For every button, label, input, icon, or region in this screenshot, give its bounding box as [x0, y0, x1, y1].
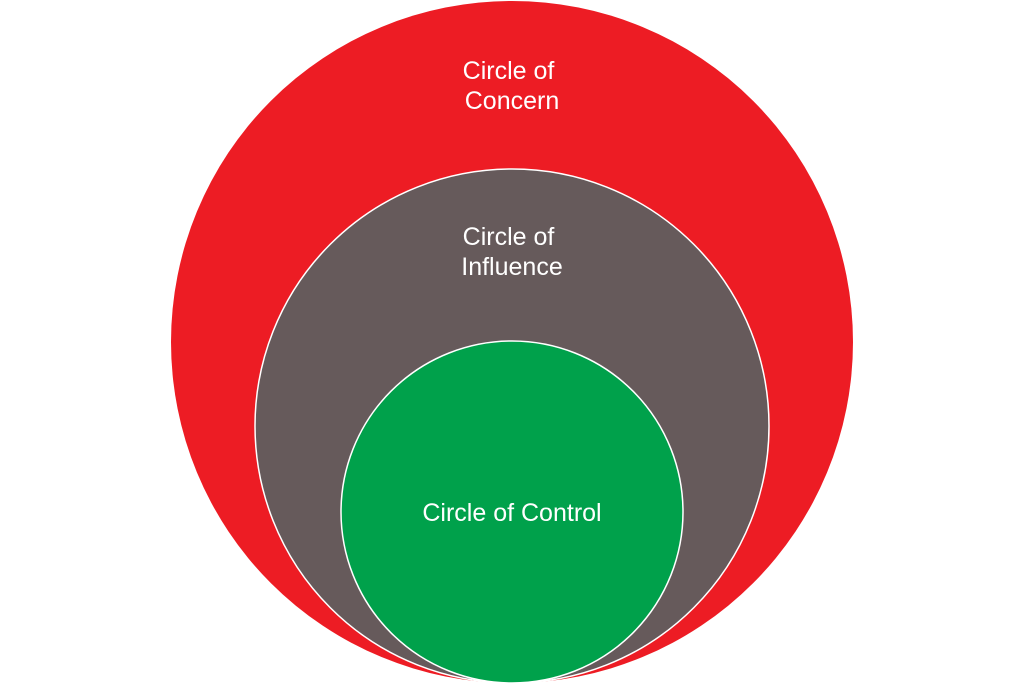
circle-of-influence-label-line-2: Influence	[461, 253, 562, 281]
circle-of-control-label: Circle of Control	[422, 499, 601, 527]
circle-of-control-label-line-1: Circle of Control	[422, 499, 601, 527]
circle-of-control	[340, 340, 684, 684]
circle-of-concern-label-line-2: Concern	[465, 87, 560, 115]
circle-of-influence-label: Circle of Influence	[461, 223, 562, 281]
circle-of-influence-label-line-1: Circle of	[463, 223, 555, 251]
circle-of-concern-label-line-1: Circle of	[463, 57, 555, 85]
circle-of-concern-label: Circle of Concern	[463, 57, 562, 115]
